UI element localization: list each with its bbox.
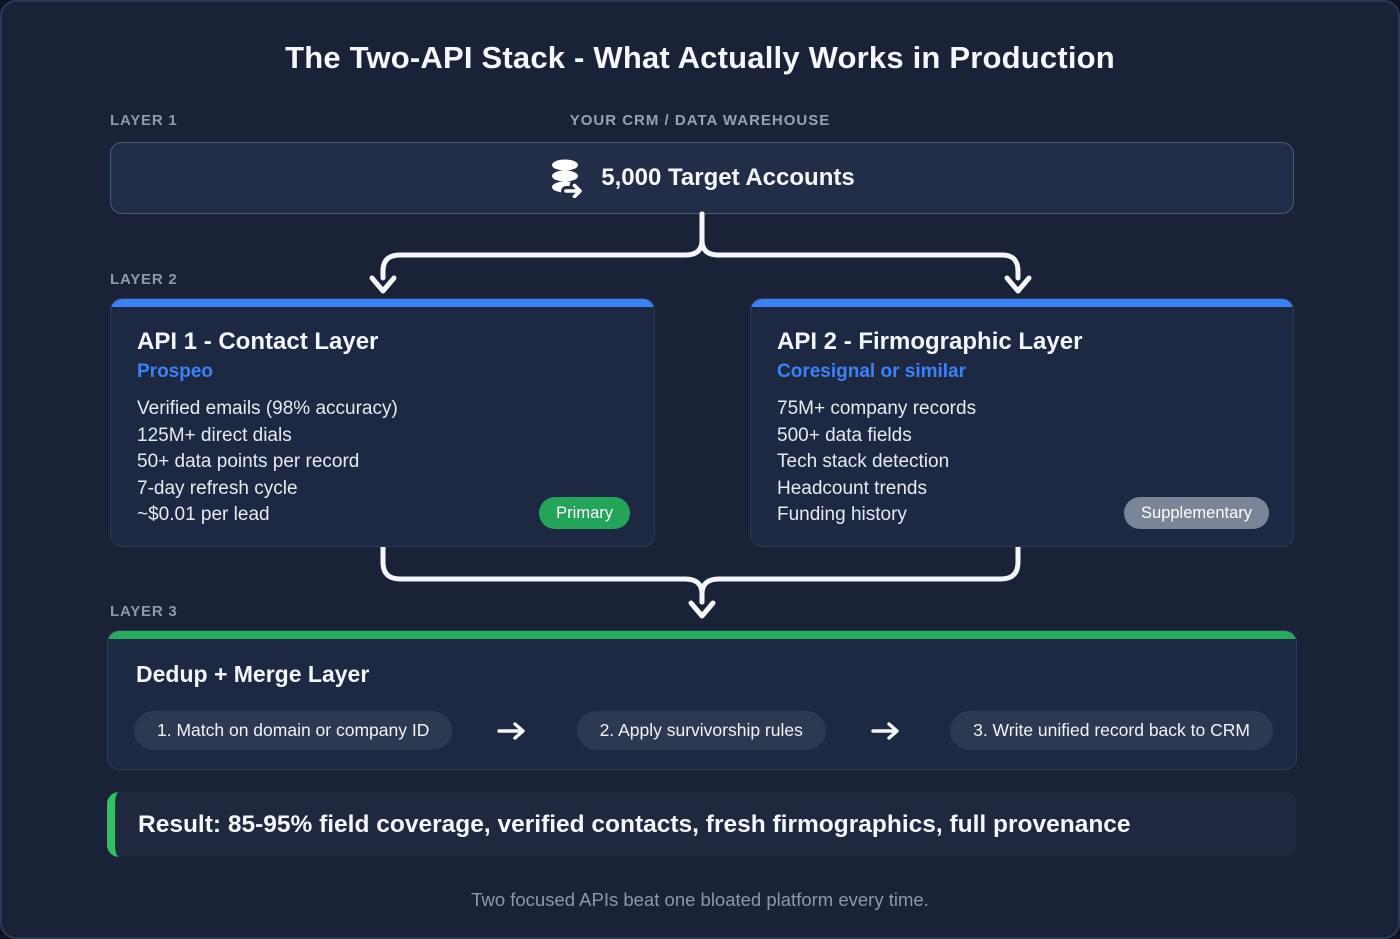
- page-title: The Two-API Stack - What Actually Works …: [285, 40, 1115, 75]
- api1-feature-list: Verified emails (98% accuracy) 125M+ dir…: [137, 396, 398, 529]
- arrow-down-icon: [369, 275, 397, 294]
- result-text: Result: 85-95% field coverage, verified …: [138, 810, 1131, 838]
- arrow-down-icon: [1004, 275, 1032, 294]
- merge-steps-row: 1. Match on domain or company ID 2. Appl…: [134, 710, 1273, 751]
- dedup-merge-card: Dedup + Merge Layer 1. Match on domain o…: [107, 630, 1297, 770]
- feature-item: 50+ data points per record: [137, 451, 360, 473]
- feature-item: 75M+ company records: [777, 398, 977, 419]
- arrow-right-icon: [497, 721, 526, 740]
- feature-item: ~$0.01 per lead: [137, 504, 270, 526]
- feature-item: 125M+ direct dials: [137, 424, 292, 446]
- target-accounts-box: 5,000 Target Accounts: [110, 142, 1294, 214]
- feature-item: 7-day refresh cycle: [137, 477, 298, 499]
- primary-badge: Primary: [539, 496, 630, 529]
- layer1-label: LAYER 1: [110, 112, 178, 129]
- api2-card: API 2 - Firmographic Layer Coresignal or…: [750, 298, 1294, 547]
- result-bar: Result: 85-95% field coverage, verified …: [107, 792, 1297, 857]
- feature-item: Tech stack detection: [777, 451, 950, 473]
- connector-split-left: [380, 211, 705, 281]
- merge-title: Dedup + Merge Layer: [136, 661, 370, 687]
- supplementary-badge: Supplementary: [1124, 496, 1269, 529]
- arrow-right-icon: [871, 721, 899, 740]
- database-export-icon: [552, 159, 586, 198]
- step-pill-1: 1. Match on domain or company ID: [134, 711, 453, 750]
- feature-item: Funding history: [777, 504, 907, 526]
- crm-warehouse-header: YOUR CRM / DATA WAREHOUSE: [569, 112, 831, 129]
- footer-note: Two focused APIs beat one bloated platfo…: [471, 889, 929, 910]
- layer2-label: LAYER 2: [110, 271, 178, 288]
- connector-merge-left: [380, 544, 705, 605]
- feature-item: Verified emails (98% accuracy): [137, 398, 398, 419]
- api2-title: API 2 - Firmographic Layer: [777, 328, 1083, 355]
- api1-vendor: Prospeo: [137, 361, 214, 382]
- layer3-label: LAYER 3: [110, 603, 178, 620]
- api2-feature-list: 75M+ company records 500+ data fields Te…: [777, 396, 976, 529]
- api1-card: API 1 - Contact Layer Prospeo Verified e…: [110, 298, 655, 547]
- arrow-down-icon: [688, 600, 716, 619]
- merge-accent-bar: [108, 631, 1296, 639]
- target-accounts-text: 5,000 Target Accounts: [601, 164, 855, 191]
- api2-accent-bar: [751, 299, 1293, 307]
- api2-vendor: Coresignal or similar: [777, 361, 967, 382]
- api1-title: API 1 - Contact Layer: [137, 328, 379, 355]
- step-pill-2: 2. Apply survivorship rules: [576, 711, 826, 750]
- step-pill-3: 3. Write unified record back to CRM: [950, 711, 1273, 750]
- feature-item: Headcount trends: [777, 477, 927, 499]
- feature-item: 500+ data fields: [777, 424, 912, 446]
- connector-split-right: [699, 211, 1021, 281]
- connector-merge-right: [699, 544, 1021, 605]
- api1-accent-bar: [111, 299, 654, 307]
